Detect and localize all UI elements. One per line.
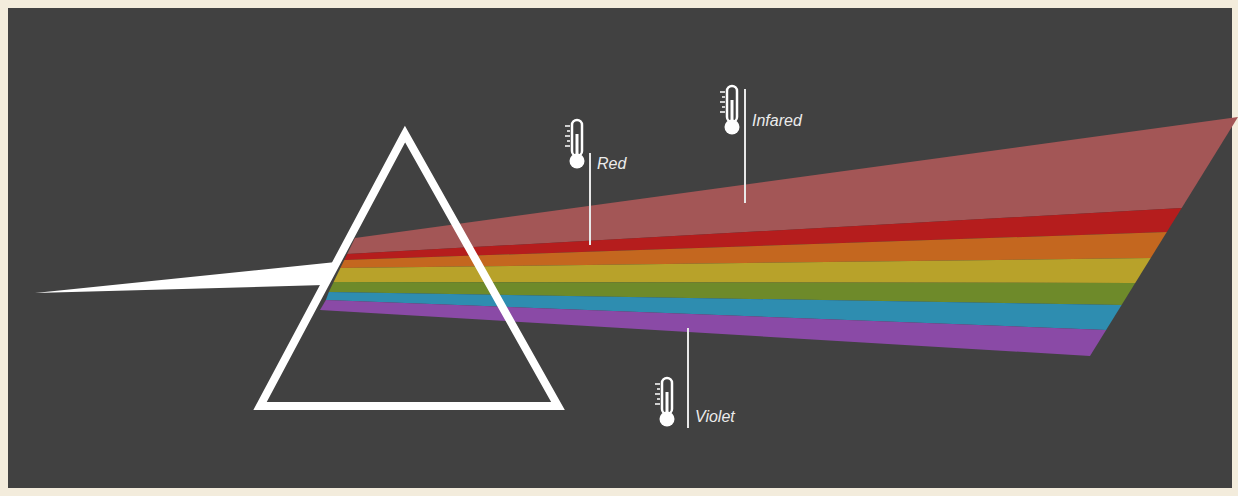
prism-triangle xyxy=(260,134,558,406)
spectrum-label: Violet xyxy=(695,408,735,426)
thermometer-icon xyxy=(655,378,675,427)
spectrum xyxy=(320,117,1238,356)
red-leader-line xyxy=(589,153,591,245)
violet-band xyxy=(320,300,1106,356)
white-light-beam xyxy=(35,262,336,293)
leader-lines xyxy=(590,89,745,428)
dark-panel xyxy=(8,8,1232,488)
spectrum-label: Red xyxy=(597,155,626,173)
spectrum-label: Infared xyxy=(752,112,802,130)
infrared-leader-line xyxy=(744,89,746,203)
violet-leader-line xyxy=(687,328,689,428)
yellow-band xyxy=(334,258,1151,283)
thermometer-icon xyxy=(565,120,585,169)
thermometer-icon xyxy=(720,86,740,135)
